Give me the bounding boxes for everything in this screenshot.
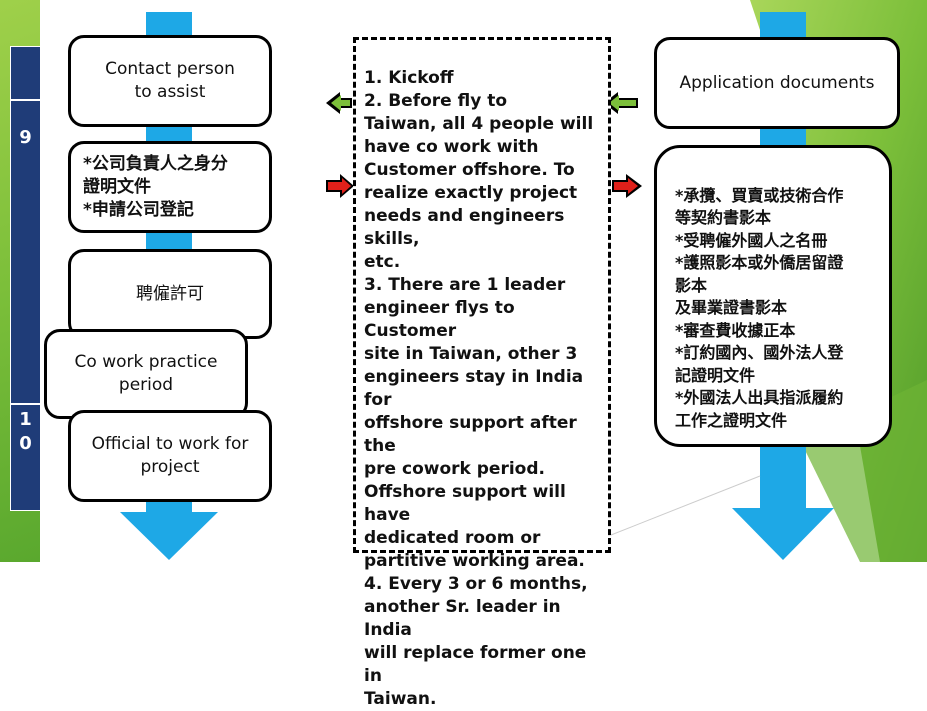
arrow-right-red-right-side: [612, 174, 642, 198]
employment-permit-text: 聘僱許可: [136, 283, 204, 304]
official-work-box: Official to work for project: [68, 410, 272, 502]
application-documents-box: Application documents: [654, 37, 900, 129]
process-description-box: 1. Kickoff 2. Before fly to Taiwan, all …: [353, 37, 611, 709]
right-flow-arrowhead: [732, 508, 834, 560]
arrow-left-black: [326, 92, 352, 114]
timeline-divider: [11, 99, 40, 101]
timeline-label-9: 9: [19, 127, 32, 148]
timeline-label-1: 1: [19, 409, 32, 430]
cowork-practice-box: Co work practice period: [44, 329, 248, 419]
company-documents-text: *公司負責人之身分 證明文件 *申請公司登記: [83, 153, 228, 220]
arrow-left-black-right-side: [604, 92, 638, 114]
arrow-right-red-left-side: [326, 174, 354, 198]
faint-guide-line: [610, 475, 761, 536]
timeline-bar: 9 1 0: [10, 46, 41, 511]
left-flow-arrowhead: [120, 512, 218, 560]
process-description-text: 1. Kickoff 2. Before fly to Taiwan, all …: [364, 68, 594, 709]
employment-permit-box: 聘僱許可: [68, 249, 272, 339]
cowork-practice-text: Co work practice period: [74, 352, 218, 395]
timeline-label-0: 0: [19, 433, 32, 454]
timeline-divider: [11, 403, 40, 405]
company-documents-box: *公司負責人之身分 證明文件 *申請公司登記: [68, 141, 272, 233]
application-documents-text: Application documents: [679, 72, 875, 93]
contact-person-text: Contact person to assist: [105, 59, 235, 102]
contact-person-box: Contact person to assist: [68, 35, 272, 127]
required-documents-list: *承攬、買賣或技術合作 等契約書影本 *受聘僱外國人之名冊 *護照影本或外僑居留…: [654, 145, 892, 447]
official-work-text: Official to work for project: [91, 434, 249, 477]
required-documents-text: *承攬、買賣或技術合作 等契約書影本 *受聘僱外國人之名冊 *護照影本或外僑居留…: [675, 185, 844, 430]
